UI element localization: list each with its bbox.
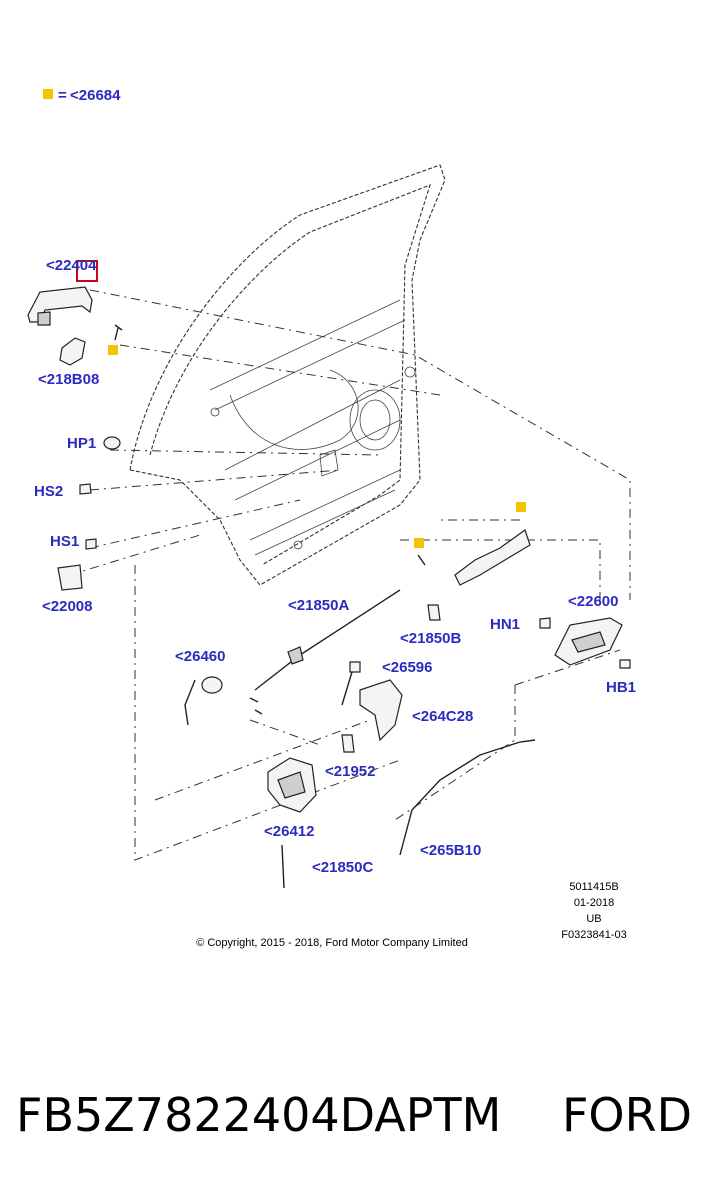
brand-name: FORD [561, 1088, 692, 1142]
label-hb1: HB1 [606, 679, 636, 696]
screw-2-part [414, 538, 426, 566]
handle-bezel-part [59, 337, 86, 366]
latch-26412-part [267, 757, 317, 813]
label-22600: <22600 [568, 593, 618, 610]
label-hs1: HS1 [50, 533, 79, 550]
door-shell [129, 164, 446, 586]
label-21952: <21952 [325, 763, 375, 780]
bracket-22008-part [57, 564, 83, 591]
clip-21850B-part [427, 604, 441, 621]
rod-21850C-part [281, 844, 285, 889]
label-hn1: HN1 [490, 616, 520, 633]
info-line-2: 01-2018 [574, 897, 614, 909]
bracket-264C28-part [359, 679, 403, 742]
label-22008: <22008 [42, 598, 92, 615]
exterior-handle-part [27, 260, 98, 326]
info-line-4: F0323841-03 [561, 929, 626, 941]
label-22404: <22404 [46, 257, 97, 274]
marker-icon [108, 345, 118, 355]
clip-21952-part [341, 734, 355, 753]
part-number: FB5Z7822404DAPTM [16, 1088, 502, 1142]
cable-265B10-part [399, 739, 536, 856]
callout-labels: <22404 <218B08 HP1 HS2 HS1 <22008 <21850… [34, 257, 636, 876]
label-265B10: <265B10 [420, 842, 481, 859]
plug-hp1-part [103, 436, 121, 450]
handle-reinforcement-part [454, 502, 531, 586]
rod-26460-part [184, 676, 263, 726]
highlight-box-icon [76, 260, 98, 282]
info-line-3: UB [586, 913, 601, 925]
rod-21850A-part [254, 589, 401, 691]
legend: = <26684 [43, 87, 121, 104]
interior-handle-part [554, 617, 623, 666]
screw-part [108, 324, 123, 355]
label-26412: <26412 [264, 823, 314, 840]
copyright: © Copyright, 2015 - 2018, Ford Motor Com… [196, 937, 468, 949]
label-21850B: <21850B [400, 630, 461, 647]
bolt-hs1-part [85, 538, 97, 550]
clip-26596-part [341, 661, 361, 706]
marker-icon [516, 502, 526, 512]
legend-marker-icon [43, 89, 53, 99]
exploded-parts-diagram: = <26684 [27, 87, 636, 949]
label-21850A: <21850A [288, 597, 349, 614]
bolt-hs2-part [79, 483, 92, 495]
label-hs2: HS2 [34, 483, 63, 500]
legend-equals: = [58, 87, 67, 104]
marker-icon [414, 538, 424, 548]
label-21850C: <21850C [312, 859, 373, 876]
label-26596: <26596 [382, 659, 432, 676]
label-264C28: <264C28 [412, 708, 473, 725]
legend-ref: <26684 [70, 87, 121, 104]
info-line-1: 5011415B [569, 881, 618, 893]
label-26460: <26460 [175, 648, 225, 665]
label-218B08: <218B08 [38, 371, 99, 388]
nut-hn1-part [539, 617, 551, 629]
label-hp1: HP1 [67, 435, 96, 452]
drawing-info: 5011415B 01-2018 UB F0323841-03 [561, 881, 626, 941]
bolt-hb1-part [619, 659, 631, 669]
